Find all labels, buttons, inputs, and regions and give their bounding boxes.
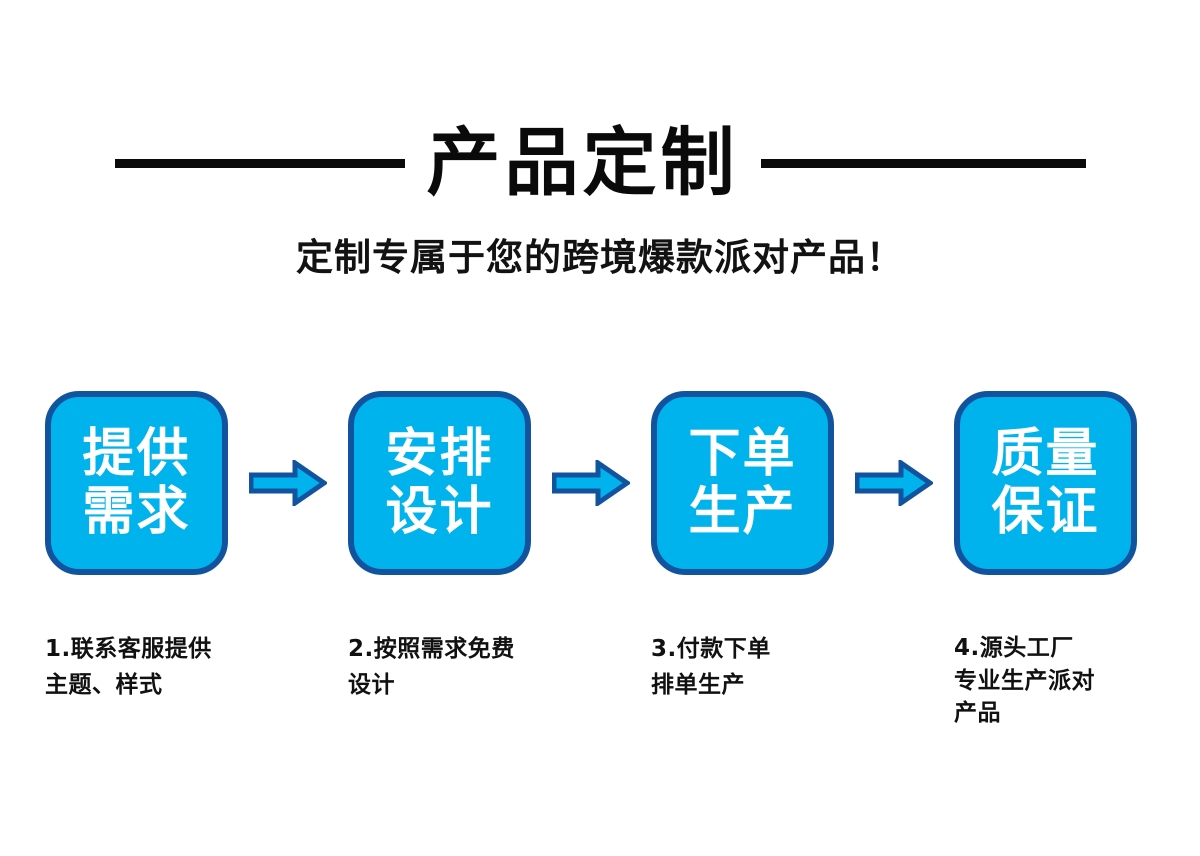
step-4-line-2: 保证 [991,482,1100,542]
caption-2-line-2: 设计 [348,671,395,698]
caption-2-line-1: 2.按照需求免费 [348,636,515,662]
caption-1-line-2: 主题、样式 [45,671,163,698]
arrow-right-icon-1 [249,460,327,506]
page-subtitle: 定制专属于您的跨境爆款派对产品！ [296,236,904,279]
step-2-line-2: 设计 [385,482,494,542]
process-flow: 提供 需求 安排 设计 下单 生产 质量 保证 [45,390,1155,576]
step-3-line-2: 生产 [688,482,797,542]
caption-3-line-1: 3.付款下单 [651,636,771,662]
page-header: 产品定制 [0,108,1200,218]
title-rule-left [114,158,405,168]
caption-row: 1.联系客服提供 主题、样式 2.按照需求免费 设计 3.付款下单 排单生产 4… [45,632,1185,772]
caption-4-line-2: 专业生产派对 [954,667,1095,694]
step-box-1: 提供 需求 [45,391,228,575]
title-rule-right [760,158,1086,168]
step-4-line-1: 质量 [991,423,1100,484]
page-title: 产品定制 [426,120,739,206]
step-3-line-1: 下单 [688,423,797,484]
arrow-right-icon-2 [552,460,630,506]
step-box-2: 安排 设计 [348,391,531,575]
caption-4-line-3: 产品 [954,700,1001,727]
caption-3-line-2: 排单生产 [651,671,745,698]
step-box-3: 下单 生产 [651,391,834,575]
step-1-line-1: 提供 [82,423,191,484]
step-box-4: 质量 保证 [954,391,1137,575]
step-2-line-1: 安排 [385,423,494,484]
caption-step-2: 2.按照需求免费 设计 [348,632,531,703]
caption-step-4: 4.源头工厂 专业生产派对 产品 [954,632,1137,730]
caption-step-3: 3.付款下单 排单生产 [651,632,834,703]
caption-step-1: 1.联系客服提供 主题、样式 [45,632,228,703]
step-1-line-2: 需求 [82,482,191,542]
caption-4-line-1: 4.源头工厂 [954,635,1074,661]
arrow-right-icon-3 [855,460,933,506]
caption-1-line-1: 1.联系客服提供 [45,636,212,662]
